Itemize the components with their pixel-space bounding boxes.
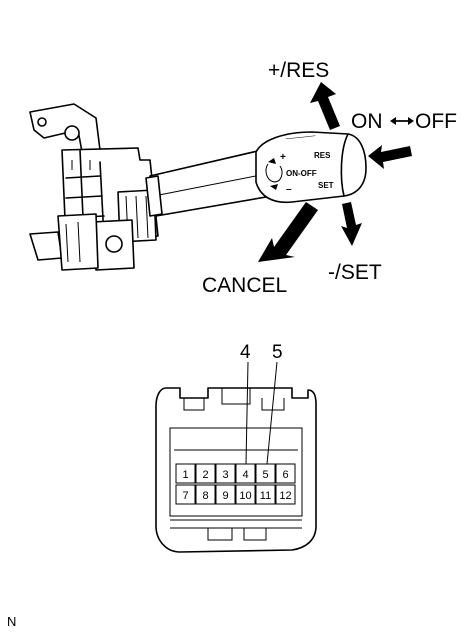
pin-row-bottom: 7 8 9 10 11 12: [175, 484, 296, 505]
cancel-arrow-icon: [258, 202, 318, 262]
double-arrow-icon: [390, 117, 414, 125]
pin-3: 3: [222, 469, 228, 481]
lever-head: ────── + RES ON-OFF – SET: [255, 131, 367, 204]
pin-10: 10: [239, 490, 251, 502]
pin-1: 1: [182, 469, 188, 481]
pin-9: 9: [222, 490, 228, 502]
pin-7: 7: [182, 490, 188, 502]
pin-6: 6: [282, 469, 288, 481]
pin-5: 5: [262, 469, 268, 481]
pin-2: 2: [202, 469, 208, 481]
lever-minus-mark: –: [286, 184, 292, 195]
lever-shaft: [145, 149, 273, 217]
res-label: +/RES: [268, 59, 329, 82]
lever-up-triangle-icon: [268, 158, 276, 164]
corner-code: N: [7, 614, 16, 629]
pin-4-leader-line: [245, 361, 249, 465]
pin-4: 4: [242, 469, 248, 481]
lever-onoff-mark: ON-OFF: [286, 169, 317, 178]
pin-row-top: 1 2 3 4 5 6: [175, 463, 296, 484]
cruise-symbol-icon: [265, 163, 283, 183]
on-label: ON: [351, 110, 383, 133]
lever-set-mark: SET: [318, 181, 334, 190]
lever-res-mark: RES: [314, 151, 331, 160]
pin-11: 11: [260, 490, 271, 502]
pin-12: 12: [279, 490, 291, 502]
on-off-push-arrow-icon: [368, 145, 412, 169]
off-label: OFF: [415, 110, 457, 133]
pin-8: 8: [202, 490, 208, 502]
switch-bracket: [29, 103, 159, 271]
pin-4-callout: 4: [240, 342, 251, 363]
set-arrow-icon: [341, 202, 362, 246]
set-label: -/SET: [328, 261, 382, 284]
cancel-label: CANCEL: [202, 274, 287, 297]
connector: 1 2 3 4 5 6 7 8 9 10 11 12: [155, 387, 317, 553]
lever-top-marking: ──────: [284, 133, 315, 143]
lever-plus-mark: +: [280, 152, 286, 163]
pin-5-leader-line: [266, 361, 278, 465]
res-arrow-icon: [310, 82, 340, 130]
lever-down-triangle-icon: [270, 184, 278, 190]
pin-5-callout: 5: [272, 342, 283, 363]
